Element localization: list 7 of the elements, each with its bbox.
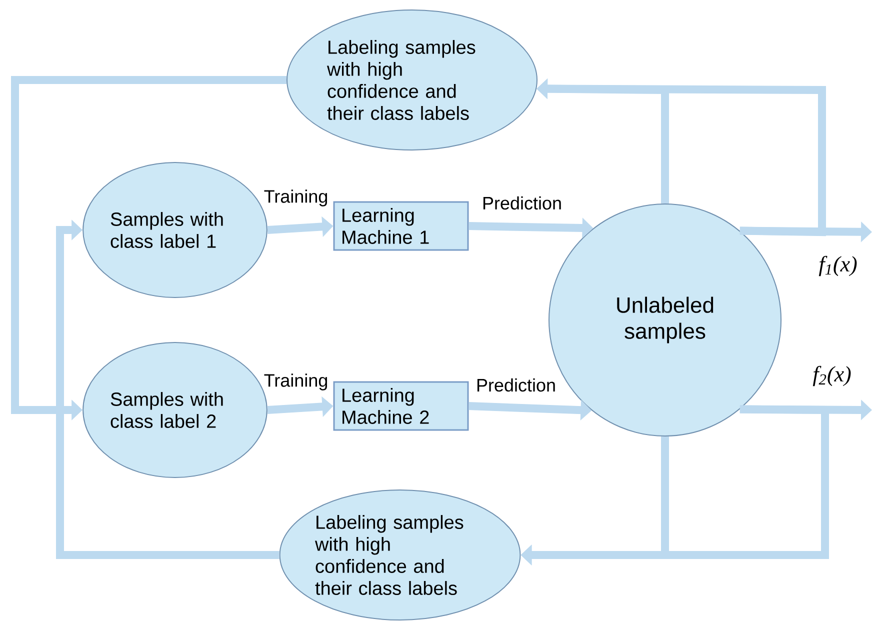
arrow [56,220,280,559]
process-box: Learning Machine 2 [333,381,469,431]
ellipse-node: Labeling samples with high confidence and their class labels [286,10,538,150]
edge-label: f$_{2}$(x) [812,366,851,386]
process-box: Learning Machine 1 [333,201,469,251]
ellipse-node: Labeling samples with high confidence and their class labels [279,490,521,620]
edge-label: f$_{1}$(x) [818,256,857,276]
